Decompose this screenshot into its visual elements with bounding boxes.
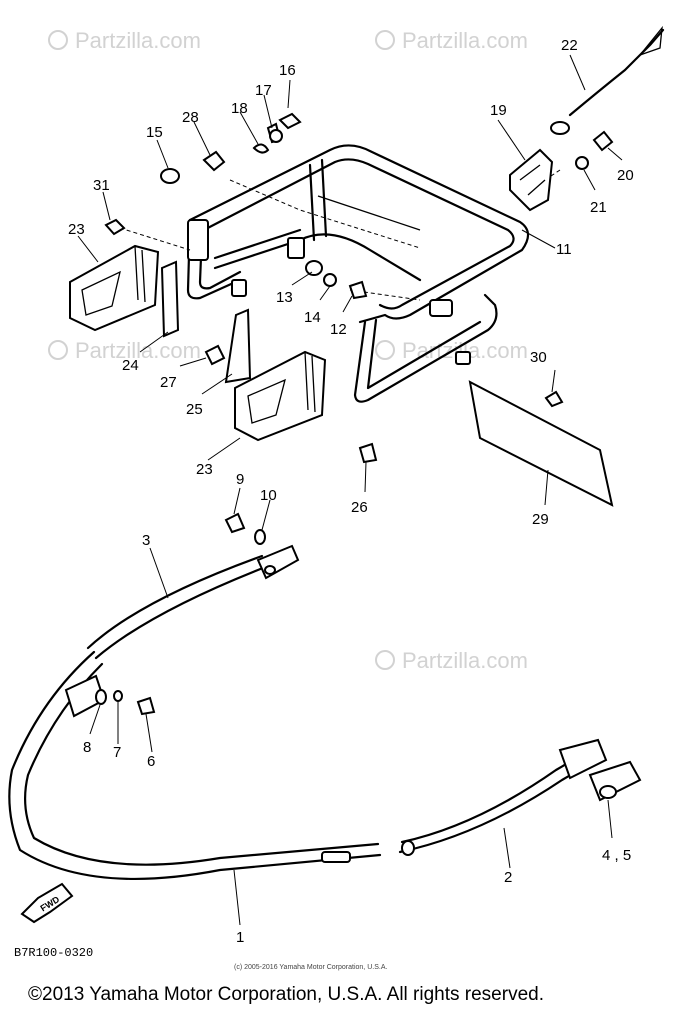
callout-9: 9 [236, 471, 244, 488]
callout-1: 1 [236, 929, 244, 946]
callout-8: 8 [83, 739, 91, 756]
callout-12: 12 [330, 321, 347, 338]
upper-fasteners [104, 112, 564, 464]
cover-4-5 [588, 760, 642, 802]
grab-bar-1 [8, 650, 382, 880]
callout-25: 25 [186, 401, 203, 418]
callout-30: 30 [530, 349, 547, 366]
callout-26: 26 [351, 499, 368, 516]
latch-cable-assembly [509, 25, 665, 212]
watermark-low-right: Partzilla.com [375, 648, 528, 673]
grab-bar-3 [86, 544, 300, 660]
callout-23-upper: 23 [68, 221, 85, 238]
watermark-text: Partzilla.com [75, 338, 201, 363]
carrier-frame [186, 144, 530, 403]
leader-lines [77, 54, 623, 926]
callout-6: 6 [147, 753, 155, 770]
footer-copyright: ©2013 Yamaha Motor Corporation, U.S.A. A… [28, 984, 544, 1005]
small-copyright: (c) 2005-2016 Yamaha Motor Corporation, … [234, 964, 387, 971]
watermark-mid-left: Partzilla.com [48, 338, 201, 363]
watermark-text: Partzilla.com [402, 28, 528, 53]
lower-fasteners [95, 512, 266, 716]
callout-13: 13 [276, 289, 293, 306]
callout-23-lower: 23 [196, 461, 213, 478]
watermark-group: Partzilla.com Partzilla.com Partzilla.co… [48, 28, 528, 673]
callout-19: 19 [490, 102, 507, 119]
diagram-code: B7R100-0320 [14, 946, 93, 960]
callout-11: 11 [556, 241, 572, 258]
watermark-text: Partzilla.com [402, 648, 528, 673]
callout-22: 22 [561, 37, 578, 54]
watermark-text: Partzilla.com [75, 28, 201, 53]
callout-4-5: 4 , 5 [602, 847, 631, 864]
fwd-arrow-icon: FWD [20, 882, 74, 924]
callout-21: 21 [590, 199, 607, 216]
callout-3: 3 [142, 532, 150, 549]
callout-28: 28 [182, 109, 199, 126]
callout-2: 2 [504, 869, 512, 886]
assembly-guides [119, 169, 561, 301]
callout-15: 15 [146, 124, 163, 141]
callout-31: 31 [93, 177, 110, 194]
plate-bracket [468, 380, 614, 507]
callout-29: 29 [532, 511, 549, 528]
stays [160, 260, 252, 384]
callout-17: 17 [255, 82, 272, 99]
callouts: 16 17 18 28 15 31 23 22 19 20 21 11 13 1… [68, 37, 634, 946]
watermark-top-left: Partzilla.com [48, 28, 201, 53]
callout-18: 18 [231, 100, 248, 117]
side-panel-left [69, 244, 160, 332]
callout-27: 27 [160, 374, 177, 391]
callout-10: 10 [260, 487, 277, 504]
callout-16: 16 [279, 62, 296, 79]
watermark-top-right: Partzilla.com [375, 28, 528, 53]
callout-24: 24 [122, 357, 139, 374]
grab-bar-2 [398, 738, 608, 856]
side-panel-right [234, 350, 327, 442]
callout-14: 14 [304, 309, 321, 326]
callout-20: 20 [617, 167, 634, 184]
callout-7: 7 [113, 744, 121, 761]
